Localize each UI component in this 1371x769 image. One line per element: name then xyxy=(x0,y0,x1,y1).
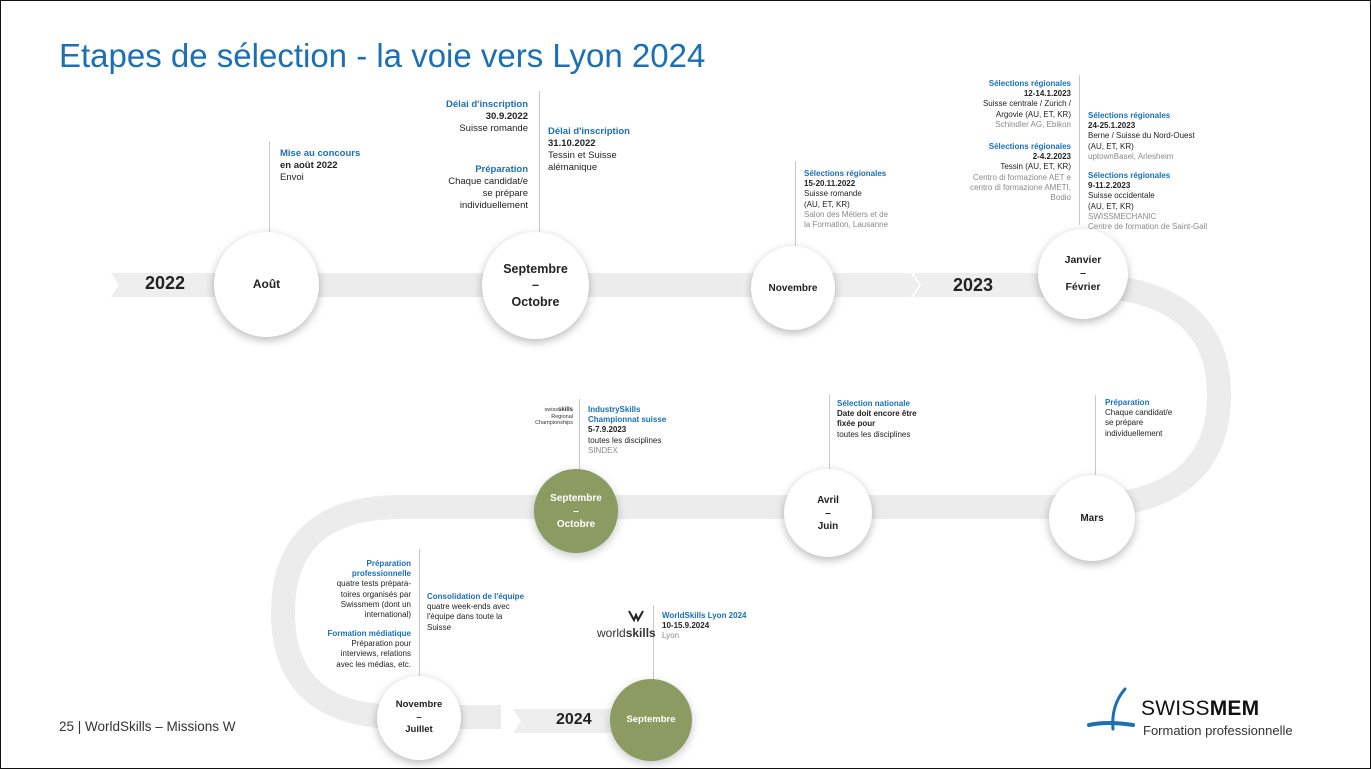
page-footer: 25 | WorldSkills – Missions W xyxy=(59,719,236,734)
annotation-preparation-mars: Préparation Chaque candidat/e se prépare… xyxy=(1105,398,1173,438)
annotation-delai-tessin: Délai d'inscription 31.10.2022 Tessin et… xyxy=(548,126,630,174)
annotation-selections-tessin: Sélections régionales 2-4.2.2023 Tessin … xyxy=(970,142,1071,203)
annotation-preparation-professionnelle: Préparation professionnelle quatre tests… xyxy=(336,559,411,620)
annotation-formation-mediatique: Formation médiatique Préparation pour in… xyxy=(327,629,411,669)
annotation-selections-berne: Sélections régionales 24-25.1.2023 Berne… xyxy=(1088,111,1195,161)
annotation-worldskills-lyon: WorldSkills Lyon 2024 10-15.9.2024 Lyon xyxy=(662,611,747,641)
annotation-selections-novembre: Sélections régionales 15-20.11.2022 Suis… xyxy=(804,169,889,230)
worldskills-icon xyxy=(628,610,644,623)
year-label-2022: 2022 xyxy=(145,273,186,293)
annotation-mise-au-concours: Mise au concours en août 2022 Envoi xyxy=(280,148,361,184)
connector-line xyxy=(539,91,540,233)
connector-line xyxy=(579,399,580,469)
swissmem-logo: SWISSMEM Formation professionnelle xyxy=(1083,685,1313,745)
annotation-selection-nationale: Sélection nationale Date doit encore êtr… xyxy=(837,399,917,439)
node-septembre-octobre-2023: Septembre–Octobre xyxy=(534,469,618,553)
connector-line xyxy=(795,161,796,247)
connector-line xyxy=(269,141,270,233)
node-aout: Août xyxy=(214,232,319,337)
year-label-2023: 2023 xyxy=(953,275,994,295)
node-novembre: Novembre xyxy=(751,246,835,330)
node-mars: Mars xyxy=(1049,475,1135,561)
annotation-delai-romande: Délai d'inscription 30.9.2022 Suisse rom… xyxy=(446,99,528,135)
annotation-preparation-1: Préparation Chaque candidat/e se prépare… xyxy=(448,164,528,212)
swissskills-logo: swissskills Regional Championships xyxy=(535,407,573,427)
node-novembre-juillet: Novembre–Juillet xyxy=(377,676,461,760)
connector-line xyxy=(1079,75,1080,225)
node-janvier-fevrier: Janvier–Février xyxy=(1038,229,1128,319)
node-septembre-2024: Septembre xyxy=(610,679,692,761)
annotation-consolidation-equipe: Consolidation de l'équipe quatre week-en… xyxy=(427,592,525,632)
annotation-selections-centrale: Sélections régionales 12-14.1.2023 Suiss… xyxy=(982,79,1071,129)
page-title: Etapes de sélection - la voie vers Lyon … xyxy=(59,37,706,74)
swissmem-wordmark: SWISSMEM xyxy=(1141,697,1260,720)
connector-line xyxy=(419,549,420,677)
worldskills-logo: worldskills xyxy=(597,609,656,640)
year-label-2024: 2024 xyxy=(556,711,592,728)
annotation-industryskills: IndustrySkills Championnat suisse 5-7.9.… xyxy=(588,405,667,455)
node-avril-juin: Avril–Juin xyxy=(784,469,872,557)
connector-line xyxy=(653,605,654,681)
connector-line xyxy=(829,395,830,469)
annotation-selections-occidentale: Sélections régionales 9-11.2.2023 Suisse… xyxy=(1088,171,1208,232)
connector-line xyxy=(1095,395,1096,475)
swissmem-subtitle: Formation professionnelle xyxy=(1143,723,1293,738)
node-septembre-octobre-2022: Septembre–Octobre xyxy=(482,232,589,339)
swissmem-icon xyxy=(1087,687,1135,731)
